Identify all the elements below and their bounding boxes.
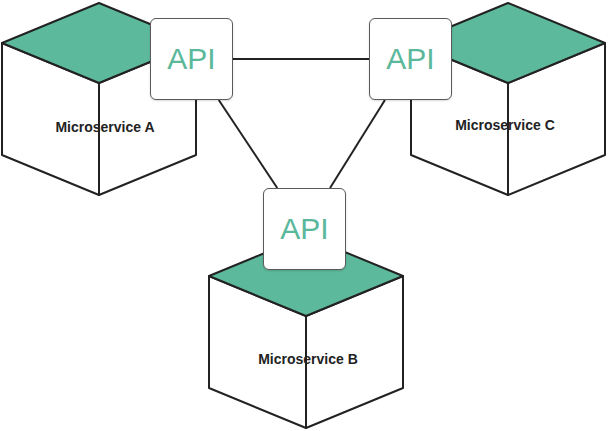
api-label: API — [167, 43, 215, 75]
service-name: Microservice B — [209, 351, 407, 367]
api-box: API — [369, 18, 452, 100]
api-connector — [233, 58, 369, 60]
api-box: API — [150, 18, 233, 100]
api-label: API — [280, 213, 328, 245]
api-label: API — [386, 43, 434, 75]
cube-top-face — [209, 236, 403, 316]
service-name: Microservice C — [411, 117, 599, 133]
service-name: Microservice A — [2, 119, 208, 135]
api-connector — [219, 100, 277, 188]
api-connector — [330, 100, 385, 188]
api-box: API — [263, 188, 346, 270]
cube-top-face — [411, 3, 605, 83]
